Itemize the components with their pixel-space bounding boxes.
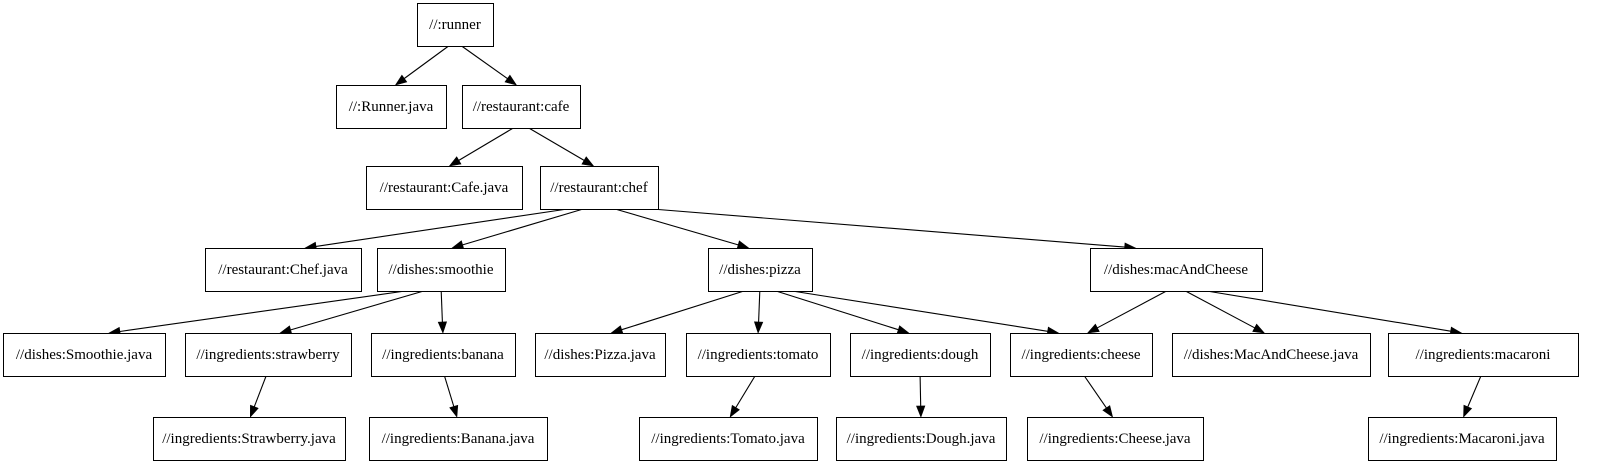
node-label: //dishes:smoothie: [389, 262, 494, 278]
node-label: //ingredients:Strawberry.java: [162, 431, 336, 447]
node-box[interactable]: [185, 333, 352, 377]
node-box[interactable]: [1010, 333, 1153, 377]
node-box[interactable]: [1388, 333, 1579, 377]
node-label: //restaurant:chef: [550, 180, 647, 196]
graph-node[interactable]: //restaurant:Cafe.java: [366, 166, 523, 210]
node-box[interactable]: [639, 417, 818, 461]
node-label: //ingredients:dough: [862, 347, 979, 363]
node-label: //ingredients:cheese: [1021, 347, 1140, 363]
graph-edge: [753, 290, 764, 334]
node-box[interactable]: [535, 333, 666, 377]
graph-edge: [651, 208, 1137, 252]
node-box[interactable]: [708, 248, 813, 292]
graph-node[interactable]: //ingredients:Banana.java: [369, 417, 548, 461]
graph-node[interactable]: //dishes:smoothie: [377, 248, 506, 292]
node-box[interactable]: [1090, 248, 1263, 292]
graph-edge: [394, 45, 449, 86]
graph-node[interactable]: //ingredients:cheese: [1010, 333, 1153, 377]
node-box[interactable]: [1172, 333, 1371, 377]
graph-node[interactable]: //restaurant:Chef.java: [205, 248, 362, 292]
graph-node[interactable]: //dishes:pizza: [708, 248, 813, 292]
node-box[interactable]: [205, 248, 362, 292]
node-label: //restaurant:Chef.java: [218, 262, 348, 278]
node-box[interactable]: [377, 248, 506, 292]
node-box[interactable]: [850, 333, 991, 377]
graph-edge: [437, 290, 448, 334]
graph-edge: [729, 375, 756, 418]
graph-node[interactable]: //ingredients:banana: [371, 333, 516, 377]
graph-edge: [249, 375, 267, 418]
node-label: //ingredients:Cheese.java: [1039, 431, 1191, 447]
node-label: //dishes:pizza: [719, 262, 801, 278]
node-box[interactable]: [153, 417, 346, 461]
node-label: //ingredients:Tomato.java: [651, 431, 805, 447]
node-box[interactable]: [369, 417, 548, 461]
graph-edge: [1463, 375, 1482, 418]
graph-node[interactable]: //ingredients:dough: [850, 333, 991, 377]
graph-node[interactable]: //dishes:MacAndCheese.java: [1172, 333, 1371, 377]
graph-edge: [443, 375, 459, 418]
graph-node[interactable]: //ingredients:Dough.java: [836, 417, 1007, 461]
node-box[interactable]: [686, 333, 831, 377]
graph-edge: [610, 290, 745, 335]
node-label: //dishes:MacAndCheese.java: [1184, 347, 1359, 363]
node-box[interactable]: [462, 85, 581, 129]
graph-edge: [448, 127, 514, 167]
node-label: //dishes:macAndCheese: [1104, 262, 1248, 278]
graph-edge: [279, 290, 424, 335]
node-label: //:runner: [429, 17, 481, 33]
node-label: //ingredients:Dough.java: [847, 431, 996, 447]
node-label: //ingredients:macaroni: [1416, 347, 1551, 363]
graph-node[interactable]: //dishes:macAndCheese: [1090, 248, 1263, 292]
graph-edge: [792, 290, 1060, 336]
node-label: //ingredients:tomato: [698, 347, 819, 363]
node-box[interactable]: [836, 417, 1007, 461]
node-label: //ingredients:banana: [382, 347, 504, 363]
graph-edge: [1185, 290, 1266, 334]
graph-node[interactable]: //dishes:Smoothie.java: [3, 333, 166, 377]
graph-node[interactable]: //ingredients:Strawberry.java: [153, 417, 346, 461]
graph-edge: [916, 375, 926, 418]
graph-edge: [451, 208, 584, 250]
graph-node[interactable]: //ingredients:macaroni: [1388, 333, 1579, 377]
graph-edge: [528, 127, 595, 167]
graph-node[interactable]: //ingredients:Cheese.java: [1027, 417, 1204, 461]
node-box[interactable]: [540, 166, 659, 210]
graph-edge: [1086, 290, 1167, 334]
graph-edge: [1083, 375, 1114, 418]
node-label: //restaurant:Cafe.java: [380, 180, 509, 196]
graph-edge: [775, 290, 910, 335]
node-label: //restaurant:cafe: [473, 99, 570, 115]
graph-node[interactable]: //restaurant:chef: [540, 166, 659, 210]
graph-node[interactable]: //dishes:Pizza.java: [535, 333, 666, 377]
node-layer: //:runner //:Runner.java //restaurant:cafe…: [3, 3, 1579, 461]
graph-node[interactable]: //restaurant:cafe: [462, 85, 581, 129]
node-label: //:Runner.java: [349, 99, 434, 115]
node-box[interactable]: [1368, 417, 1557, 461]
graph-edge: [108, 290, 406, 336]
graph-edge: [304, 208, 568, 251]
node-box[interactable]: [3, 333, 166, 377]
node-label: //dishes:Pizza.java: [544, 347, 656, 363]
node-label: //ingredients:Macaroni.java: [1379, 431, 1545, 447]
node-label: //ingredients:Banana.java: [382, 431, 535, 447]
graph-node[interactable]: //ingredients:Tomato.java: [639, 417, 818, 461]
node-box[interactable]: [417, 3, 494, 47]
node-box[interactable]: [366, 166, 523, 210]
node-label: //ingredients:strawberry: [196, 347, 340, 363]
node-box[interactable]: [1027, 417, 1204, 461]
graph-node[interactable]: //ingredients:tomato: [686, 333, 831, 377]
graph-edge: [614, 208, 750, 250]
graph-node[interactable]: //:Runner.java: [336, 85, 447, 129]
graph-edge: [1206, 290, 1463, 336]
node-label: //dishes:Smoothie.java: [16, 347, 153, 363]
graph-node[interactable]: //:runner: [417, 3, 494, 47]
node-box[interactable]: [336, 85, 447, 129]
graph-edge: [461, 45, 518, 86]
graph-node[interactable]: //ingredients:Macaroni.java: [1368, 417, 1557, 461]
graph-node[interactable]: //ingredients:strawberry: [185, 333, 352, 377]
node-box[interactable]: [371, 333, 516, 377]
